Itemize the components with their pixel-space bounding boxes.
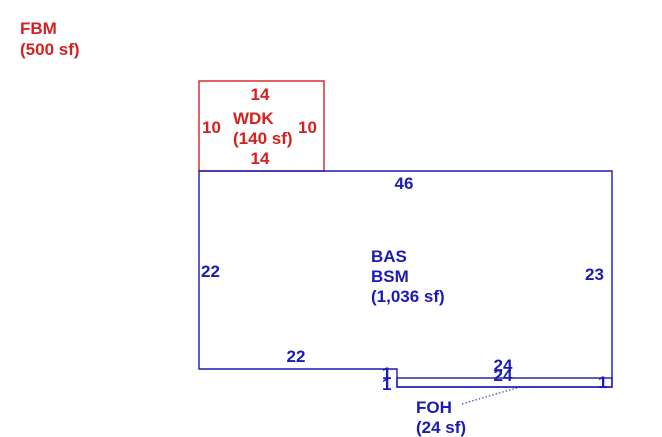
wdk-right-dimension: 10: [298, 118, 317, 137]
foh-left-dimension-b: 1: [382, 375, 391, 394]
main-top-dimension: 46: [395, 174, 414, 193]
foh-left-dimension-a: 1: [382, 364, 391, 383]
wdk-left-dimension: 10: [202, 118, 221, 137]
foh-leader-line: [461, 386, 521, 405]
foh-outline: [396, 377, 613, 388]
wdk-top-dimension: 14: [251, 85, 270, 104]
foh-bottom-dimension: 24: [494, 366, 513, 385]
legend-area: (500 sf): [20, 40, 80, 59]
wdk-bottom-dimension: 14: [251, 149, 270, 168]
foh-code: FOH: [416, 398, 452, 417]
main-right-dimension: 23: [585, 265, 604, 284]
legend-code: FBM: [20, 19, 57, 38]
foh-top-dimension: 24: [494, 356, 513, 375]
main-bottom-dimension: 22: [287, 347, 306, 366]
foh-right-dimension: 1: [598, 373, 607, 392]
main-area: (1,036 sf): [371, 287, 445, 306]
main-code-1: BAS: [371, 247, 407, 266]
main-code-2: BSM: [371, 267, 409, 286]
main-left-dimension: 22: [201, 262, 220, 281]
wdk-code: WDK: [233, 109, 274, 128]
foh-area: (24 sf): [416, 418, 466, 437]
wdk-area: (140 sf): [233, 129, 293, 148]
